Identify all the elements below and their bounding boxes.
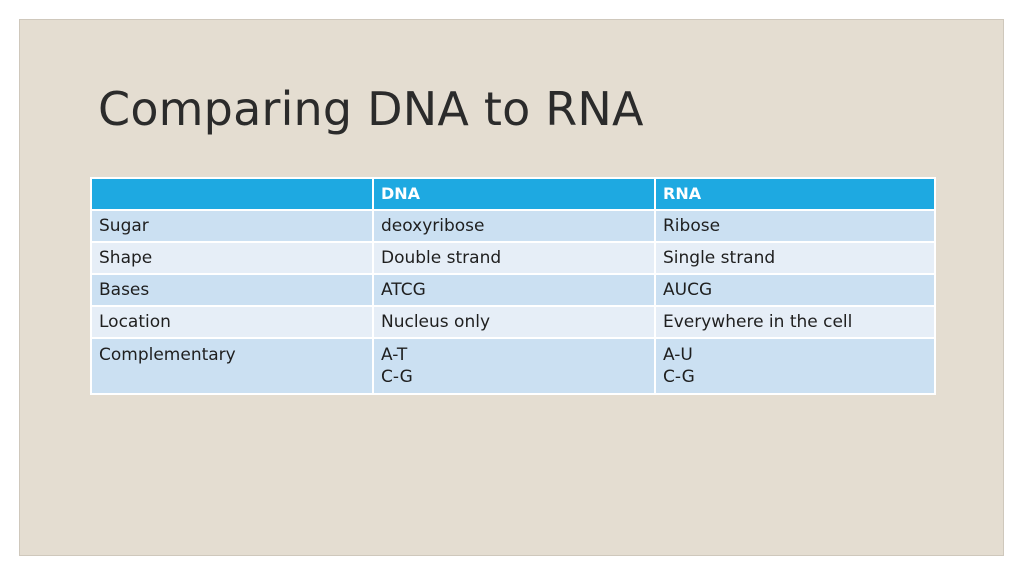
cell-value: C-G <box>381 367 413 387</box>
table-row-complementary: Complementary A-T C-G A-U C-G <box>90 337 936 395</box>
dna-cell: Nucleus only <box>372 305 656 339</box>
cell-value: Single strand <box>663 248 776 268</box>
table-row-sugar: Sugar deoxyribose Ribose <box>90 209 936 243</box>
slide: Comparing DNA to RNA DNA RNA Sugar deoxy… <box>19 19 1004 556</box>
cell-value: ATCG <box>381 280 426 300</box>
row-label: Sugar <box>90 209 374 243</box>
rna-cell: Everywhere in the cell <box>654 305 936 339</box>
cell-value: A-T <box>381 345 408 365</box>
table-row-bases: Bases ATCG AUCG <box>90 273 936 307</box>
slide-title: Comparing DNA to RNA <box>98 82 644 136</box>
header-cell-empty <box>90 177 374 211</box>
rna-cell: Single strand <box>654 241 936 275</box>
dna-cell: A-T C-G <box>372 337 656 395</box>
dna-cell: ATCG <box>372 273 656 307</box>
row-label: Complementary <box>90 337 374 395</box>
row-label: Location <box>90 305 374 339</box>
rna-cell: Ribose <box>654 209 936 243</box>
cell-value: C-G <box>663 367 695 387</box>
cell-value: Everywhere in the cell <box>663 312 853 332</box>
cell-value: A-U <box>663 345 693 365</box>
cell-value: AUCG <box>663 280 713 300</box>
rna-cell: AUCG <box>654 273 936 307</box>
table-row-shape: Shape Double strand Single strand <box>90 241 936 275</box>
comparison-table: DNA RNA Sugar deoxyribose Ribose Shape D… <box>90 177 936 395</box>
dna-cell: deoxyribose <box>372 209 656 243</box>
table-header-row: DNA RNA <box>90 177 936 211</box>
rna-cell: A-U C-G <box>654 337 936 395</box>
dna-cell: Double strand <box>372 241 656 275</box>
cell-value: deoxyribose <box>381 216 485 236</box>
table-row-location: Location Nucleus only Everywhere in the … <box>90 305 936 339</box>
cell-value: Double strand <box>381 248 502 268</box>
row-label: Bases <box>90 273 374 307</box>
header-cell-dna: DNA <box>372 177 656 211</box>
cell-value: Ribose <box>663 216 721 236</box>
header-cell-rna: RNA <box>654 177 936 211</box>
cell-value: Nucleus only <box>381 312 491 332</box>
row-label: Shape <box>90 241 374 275</box>
